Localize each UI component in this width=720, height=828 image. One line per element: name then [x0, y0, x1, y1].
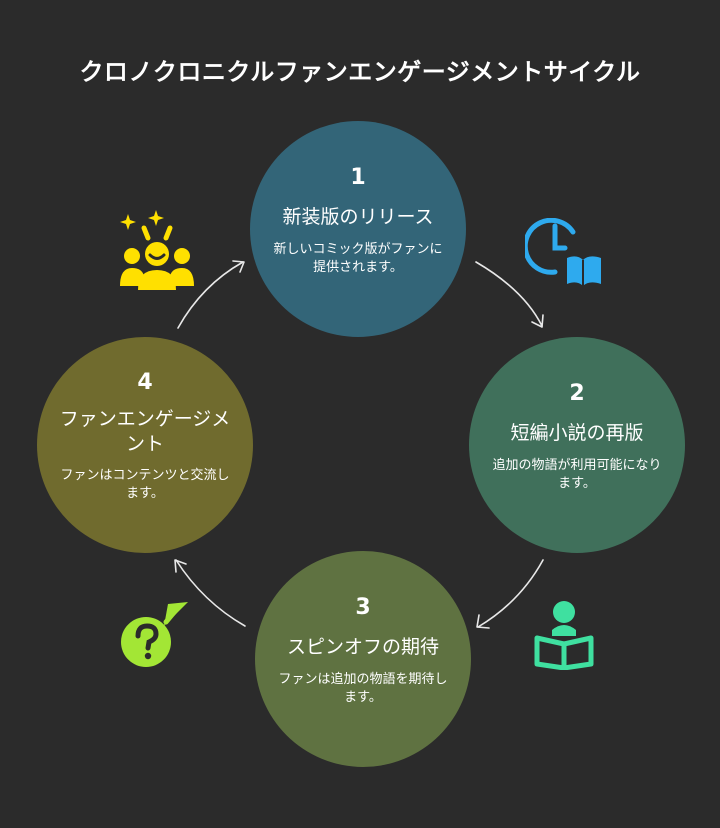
reader-book-icon — [534, 601, 594, 670]
diagram-title: クロノクロニクルファンエンゲージメントサイクル — [79, 58, 641, 86]
step-1-circle[interactable]: 1 新装版のリリース 新しいコミック版がファンに提供されます。 — [250, 121, 466, 337]
step-2-number: 2 — [569, 381, 585, 406]
step-3-circle[interactable]: 3 スピンオフの期待 ファンは追加の物語を期待します。 — [255, 551, 471, 767]
step-3-number: 3 — [355, 595, 371, 620]
arrow-4-to-1 — [177, 261, 244, 329]
step-2-title: 短編小説の再版 — [510, 422, 644, 444]
question-arrow-icon — [121, 602, 188, 667]
step-1-number: 1 — [350, 165, 366, 190]
arrow-2-to-3 — [477, 559, 544, 628]
step-1-title: 新装版のリリース — [282, 206, 434, 228]
step-4-number: 4 — [137, 370, 153, 395]
clock-book-icon — [525, 218, 601, 286]
arrow-1-to-2 — [475, 261, 543, 327]
step-2-circle[interactable]: 2 短編小説の再版 追加の物語が利用可能になります。 — [469, 337, 685, 553]
celebrating-crowd-icon — [120, 210, 194, 290]
step-1-description: 新しいコミック版がファンに提供されます。 — [273, 242, 443, 275]
step-4-title: ファンエンゲージメント — [59, 408, 231, 455]
step-3-title: スピンオフの期待 — [286, 636, 439, 658]
step-3-description: ファンは追加の物語を期待します。 — [278, 672, 448, 705]
step-4-description: ファンはコンテンツと交流します。 — [60, 468, 230, 501]
step-2-description: 追加の物語が利用可能になります。 — [492, 458, 662, 491]
arrow-3-to-4 — [175, 559, 246, 627]
step-4-circle[interactable]: 4 ファンエンゲージメント ファンはコンテンツと交流します。 — [37, 337, 253, 553]
